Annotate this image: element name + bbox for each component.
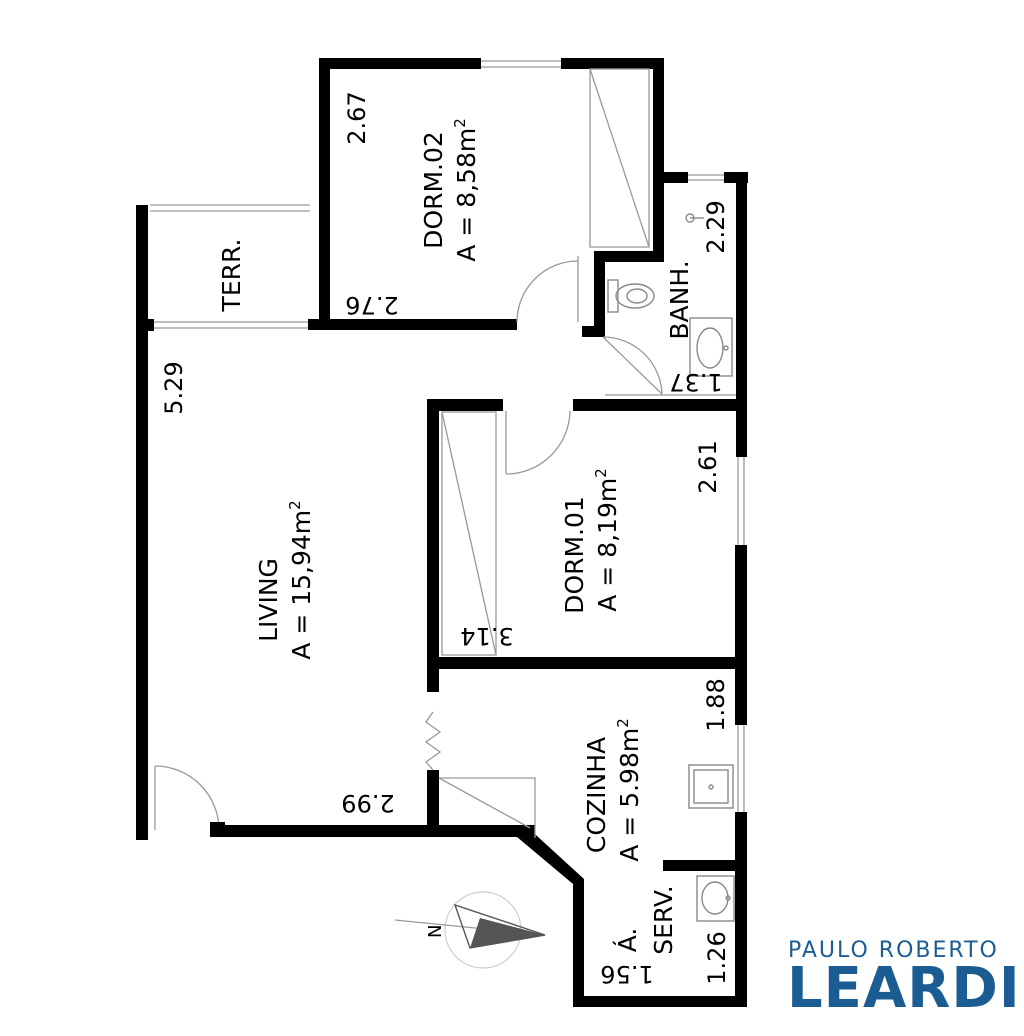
living-name: LIVING: [254, 558, 283, 642]
brand-subtitle: PAULO ROBERTO: [788, 938, 999, 963]
dorm02-area: A = 8,58m2: [451, 118, 481, 262]
dim-dorm02-bottom: 2.76: [345, 291, 398, 319]
dim-service-bottom: 1.56: [600, 960, 653, 988]
dim-dorm01-bottom: 3.14: [460, 622, 513, 650]
room-labels: DORM.02 A = 8,58m2 TERR. BANH. LIVING A …: [217, 118, 694, 955]
brand-logo: LEARDI: [787, 956, 1021, 1021]
laundry-tank-icon: [696, 875, 735, 922]
north-arrow-icon: N: [394, 891, 546, 969]
dim-dorm02-side: 2.67: [343, 91, 371, 144]
openings: [147, 60, 745, 838]
toilet-icon: [607, 279, 655, 313]
shower-icon: [685, 213, 704, 223]
dorm01-area: A = 8,19m2: [592, 468, 622, 612]
kitchen-name: COZINHA: [582, 737, 611, 853]
dim-bath-bottom: 1.37: [669, 368, 722, 396]
service-name-2: SERV.: [649, 885, 678, 955]
dim-dorm01-side: 2.61: [694, 440, 722, 493]
kitchen-sink-icon: [688, 764, 734, 809]
bathroom-sink-icon: [689, 317, 733, 377]
kitchen-area: A = 5.98m2: [614, 718, 644, 862]
dimension-labels: 2.67 2.76 2.29 1.37 5.29 2.99 2.61 3.14 …: [160, 91, 731, 988]
dim-service-side: 1.26: [703, 931, 731, 984]
dim-living-side: 5.29: [160, 361, 188, 414]
compass-letter: N: [425, 925, 446, 938]
dim-kitchen-side: 1.88: [702, 678, 730, 731]
fixtures: [607, 213, 735, 922]
walls: [136, 58, 748, 1007]
service-name-1: Á.: [613, 928, 642, 953]
bathroom-name: BANH.: [665, 260, 694, 339]
dorm02-name: DORM.02: [419, 131, 448, 249]
dim-living-bottom: 2.99: [341, 789, 394, 817]
living-area: A = 15,94m2: [286, 500, 316, 659]
dim-bath-side: 2.29: [702, 200, 730, 253]
dorm01-name: DORM.01: [560, 496, 589, 614]
terrace-name: TERR.: [217, 239, 246, 313]
